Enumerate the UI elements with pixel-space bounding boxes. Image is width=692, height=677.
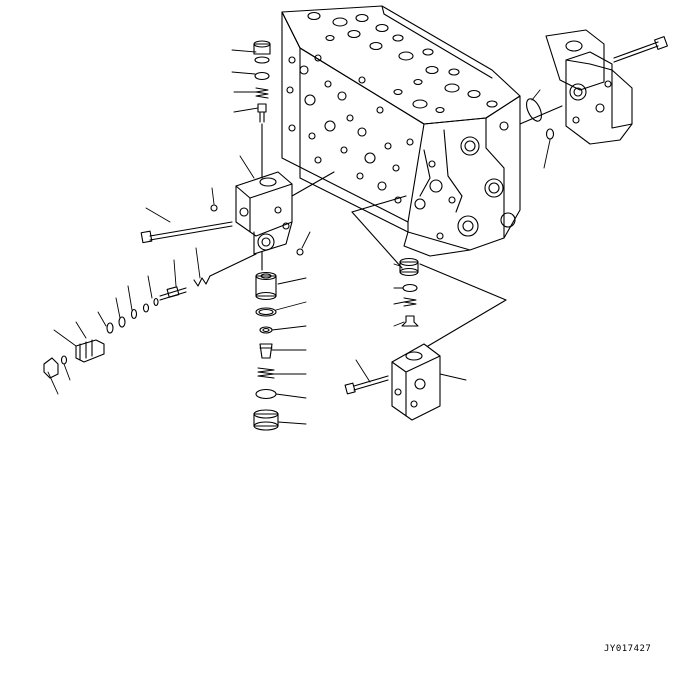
end-cover-assembly [520,30,667,144]
drawing-code-label: JY017427 [604,644,652,654]
main-valve-body [282,6,520,256]
relief-valve-stack [44,254,256,378]
section-valve-block [141,172,334,270]
center-vertical-stack [254,273,278,431]
upper-plug-stack [254,41,270,178]
callout-leaders [48,50,550,424]
lower-right-assembly [345,196,506,420]
